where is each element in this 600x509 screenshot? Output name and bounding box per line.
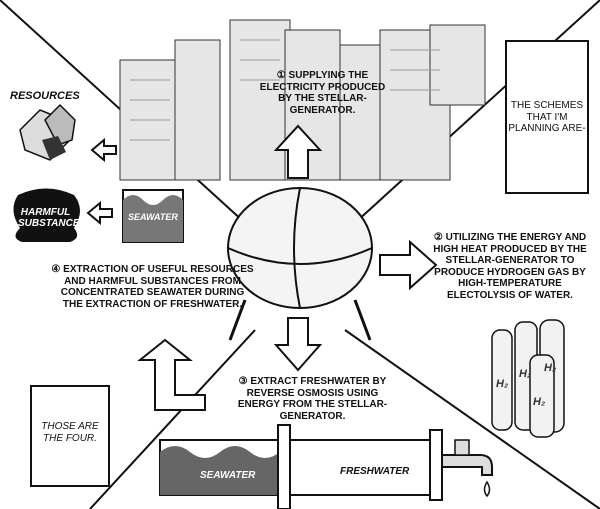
- step-two-caption: ② UTILIZING THE ENERGY AND HIGH HEAT PRO…: [430, 232, 590, 301]
- h2-label-4: H₂: [533, 396, 545, 408]
- arrow-left-small-icon: [88, 140, 116, 223]
- step-four-caption: ④ EXTRACTION OF USEFUL RESOURCES AND HAR…: [50, 264, 255, 310]
- resources-icon: [20, 105, 75, 160]
- h2-label-3: H₂: [544, 362, 556, 374]
- faucet-icon: [442, 440, 492, 496]
- speech-box-top-right: THE SCHEMES THAT I'M PLANNING ARE-: [505, 40, 589, 194]
- seawater-left-label: SEAWATER: [128, 212, 178, 222]
- h2-label-2: H₂: [519, 368, 531, 380]
- speech-box-bottom-left: THOSE ARE THE FOUR.: [30, 385, 110, 487]
- step-four-text: EXTRACTION OF USEFUL RESOURCES AND HARMF…: [61, 264, 254, 310]
- step-two-number: ②: [434, 232, 443, 243]
- freshwater-label: FRESHWATER: [340, 466, 409, 477]
- h2-label-1: H₂: [496, 378, 508, 390]
- seawater-bottom-label: SEAWATER: [200, 470, 255, 481]
- arrow-right-icon: [380, 242, 436, 288]
- step-three-number: ③: [239, 376, 248, 387]
- step-two-text: UTILIZING THE ENERGY AND HIGH HEAT PRODU…: [433, 232, 587, 301]
- step-one-number: ①: [277, 70, 286, 81]
- harmful-substances-label: HARMFUL SUBSTANCES: [18, 207, 73, 229]
- arrow-bent-icon: [140, 340, 205, 410]
- resources-label: RESOURCES: [10, 90, 80, 102]
- speech-text-top-right: THE SCHEMES THAT I'M PLANNING ARE-: [507, 100, 587, 135]
- step-three-caption: ③ EXTRACT FRESHWATER BY REVERSE OSMOSIS …: [230, 376, 395, 422]
- step-three-text: EXTRACT FRESHWATER BY REVERSE OSMOSIS US…: [238, 376, 387, 422]
- step-four-number: ④: [51, 264, 60, 275]
- step-one-caption: ① SUPPLYING THE ELECTRICITY PRODUCED BY …: [255, 70, 390, 116]
- speech-text-bottom-left: THOSE ARE THE FOUR.: [32, 421, 108, 444]
- arrow-down-icon: [276, 318, 320, 370]
